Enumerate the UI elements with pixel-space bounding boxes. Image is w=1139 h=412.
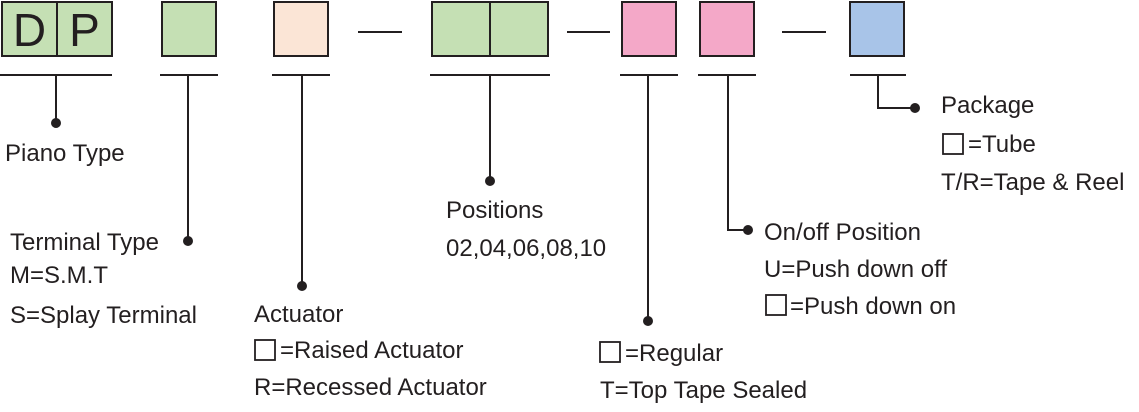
box-prefix-d <box>1 1 58 57</box>
box-actuator <box>273 1 329 57</box>
actuator-line-2: R=Recessed Actuator <box>254 374 487 401</box>
piano-type-title: Piano Type <box>5 140 125 167</box>
leader-package <box>877 75 913 109</box>
blank-square-icon <box>599 341 621 363</box>
package-title: Package <box>941 92 1034 119</box>
box-tape-sealed <box>621 1 677 57</box>
package-line-1: =Tube <box>968 131 1036 158</box>
box-on-off-position <box>699 1 755 57</box>
dot-tape-sealed <box>643 316 653 326</box>
box-package <box>849 1 905 57</box>
terminal-type-title: Terminal Type <box>10 229 159 256</box>
blank-square-icon <box>765 294 787 316</box>
box-positions-1 <box>431 1 491 57</box>
terminal-type-line-1: M=S.M.T <box>10 262 108 289</box>
labels: Piano Type Terminal Type M=S.M.T S=Splay… <box>5 92 1124 404</box>
box-prefix-p <box>56 1 113 57</box>
leader-lines <box>55 75 913 320</box>
dot-positions <box>485 176 495 186</box>
prefix-letter-d: D <box>13 4 46 56</box>
leader-dots <box>51 103 920 326</box>
on-off-position-title: On/off Position <box>764 219 921 246</box>
prefix-letter-p: P <box>69 4 100 56</box>
dot-piano-type <box>51 118 61 128</box>
blank-code-symbols <box>254 133 964 363</box>
on-off-position-line-1: U=Push down off <box>764 256 947 283</box>
tape-sealed-line-1: =Regular <box>625 340 723 367</box>
positions-line-1: 02,04,06,08,10 <box>446 235 606 262</box>
box-positions-2 <box>489 1 549 57</box>
leader-on-off-position <box>727 75 746 231</box>
blank-square-icon <box>254 339 276 361</box>
blank-square-icon <box>942 133 964 155</box>
dot-terminal-type <box>183 236 193 246</box>
dot-package <box>910 103 920 113</box>
actuator-line-1: =Raised Actuator <box>280 337 463 364</box>
dot-on-off-position <box>743 225 753 235</box>
box-terminal-type <box>161 1 217 57</box>
on-off-position-line-2: =Push down on <box>790 293 956 320</box>
terminal-type-line-2: S=Splay Terminal <box>10 302 197 329</box>
actuator-title: Actuator <box>254 301 343 328</box>
positions-title: Positions <box>446 197 543 224</box>
tape-sealed-line-2: T=Top Tape Sealed <box>600 377 807 404</box>
package-line-2: T/R=Tape & Reel <box>941 169 1124 196</box>
code-boxes: D P <box>1 1 905 57</box>
dot-actuator <box>297 281 307 291</box>
